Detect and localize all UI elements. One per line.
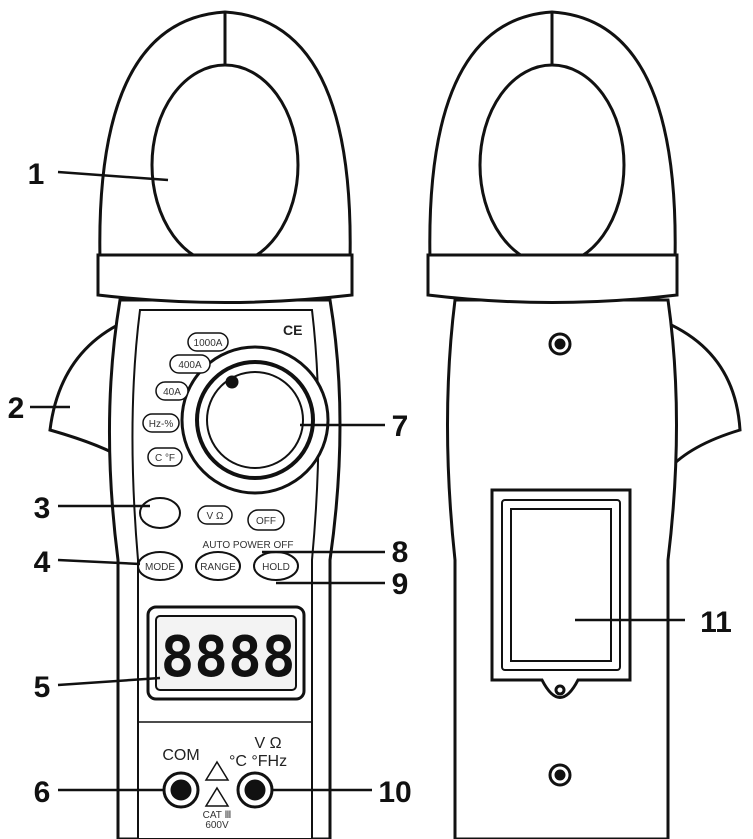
mode-button[interactable] xyxy=(137,551,183,581)
auto-power-off-label: AUTO POWER OFF xyxy=(203,540,294,551)
voltage-rating: 600V xyxy=(205,820,229,831)
temp-freq-label: °C °FHz xyxy=(229,753,287,770)
lcd-digits: 8888 xyxy=(161,625,296,690)
range-1000a: 1000A xyxy=(194,338,223,349)
back-view xyxy=(426,10,742,839)
jaw-opening-back xyxy=(478,63,626,267)
range-v-ohm: V Ω xyxy=(207,511,224,522)
range-button[interactable] xyxy=(195,551,241,581)
callout-6: 6 xyxy=(34,776,51,809)
warning-triangle-icon-2 xyxy=(204,786,230,807)
com-label: COM xyxy=(162,747,199,764)
callout-3: 3 xyxy=(34,492,51,525)
callout-7: 7 xyxy=(392,410,409,443)
callout-11: 11 xyxy=(700,606,732,639)
callout-9: 9 xyxy=(392,568,409,601)
range-off: OFF xyxy=(256,516,276,527)
front-view xyxy=(48,10,354,839)
range-temperature: C °F xyxy=(155,453,175,464)
lcd-display xyxy=(155,615,297,691)
jaw-opening-front xyxy=(150,63,300,267)
trigger-lever-back xyxy=(658,317,742,474)
jaw-collar-back xyxy=(426,253,679,304)
hold-button[interactable] xyxy=(139,497,181,529)
mode-button-label: MODE xyxy=(145,562,175,573)
cat-rating: CAT Ⅲ xyxy=(203,810,232,821)
hold-button-label: HOLD xyxy=(262,562,290,573)
range-hz-percent: Hz-% xyxy=(149,419,174,430)
v-ohm-label: V Ω xyxy=(254,735,281,752)
warning-triangle-icon xyxy=(204,760,230,781)
callout-10: 10 xyxy=(378,776,411,809)
range-button-label: RANGE xyxy=(200,562,236,573)
callout-8: 8 xyxy=(392,536,409,569)
callout-2: 2 xyxy=(8,392,25,425)
jaw-collar-front xyxy=(96,253,354,304)
range-40a: 40A xyxy=(163,387,181,398)
dial-pointer xyxy=(225,375,239,389)
callout-1: 1 xyxy=(28,158,45,191)
callout-5: 5 xyxy=(34,671,51,704)
callout-4: 4 xyxy=(34,546,51,579)
range-400a: 400A xyxy=(178,360,202,371)
ce-mark: CE xyxy=(283,322,302,338)
